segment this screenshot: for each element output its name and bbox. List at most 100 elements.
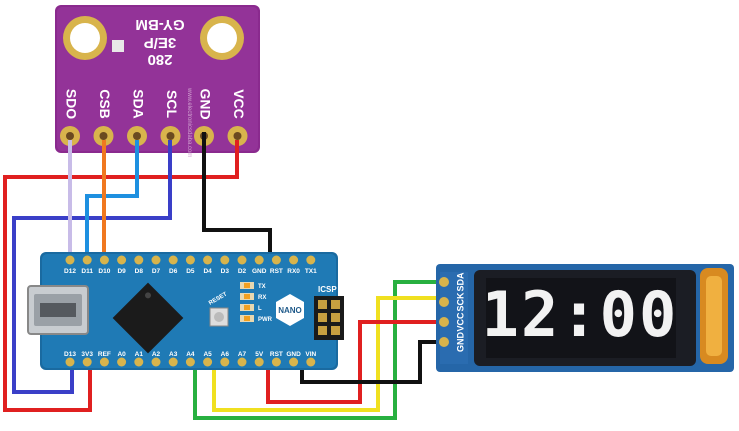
nano-pin-pad-d11[interactable] (82, 255, 92, 265)
nano-pin-label-bottom-a1: A1 (135, 351, 144, 358)
nano-pin-label-bottom-a3: A3 (169, 351, 178, 358)
nano-pin-label-d7: D7 (152, 268, 161, 275)
oled-pin-pad-vcc[interactable] (439, 317, 449, 327)
nano-pin-label-bottom-ref: REF (98, 351, 111, 358)
nano-pin-label-bottom-rst: RST (270, 351, 283, 358)
oled-time: 12:00 (482, 278, 679, 351)
nano-pin-pad-bottom-a7[interactable] (237, 357, 247, 367)
nano-pin-pad-bottom-a2[interactable] (151, 357, 161, 367)
wire-sda-lightblue[interactable] (85, 140, 139, 262)
nano-pin-pad-d2[interactable] (237, 255, 247, 265)
nano-pin-label-gnd: GND (252, 268, 267, 275)
wire-gnd-black-sensor[interactable] (202, 132, 272, 262)
sensor-title-1: 280 (147, 51, 172, 68)
nano-badge: NANO (276, 294, 304, 326)
nano-pin-pad-d7[interactable] (151, 255, 161, 265)
nano-pin-label-bottom-vin: VIN (305, 351, 316, 358)
nano-pin-label-bottom-a0: A0 (117, 351, 126, 358)
nano-pin-pad-d5[interactable] (185, 255, 195, 265)
nano-pin-label-bottom-gnd: GND (286, 351, 301, 358)
nano-badge-text: NANO (278, 306, 302, 315)
nano-pin-pad-gnd[interactable] (254, 255, 264, 265)
sensor-watermark: www.electronicsdaba.com (186, 87, 192, 157)
wire-sda-green[interactable] (193, 280, 444, 420)
nano-pin-label-d4: D4 (203, 268, 212, 275)
led-label-rx: RX (258, 295, 266, 301)
nano-pin-label-d3: D3 (221, 268, 230, 275)
sensor-chip (112, 40, 124, 52)
oled-pin-pad-sck[interactable] (439, 297, 449, 307)
nano-pin-pad-rst[interactable] (271, 255, 281, 265)
led-label-tx: TX (258, 284, 266, 290)
sensor-pin-label-scl: SCL (164, 90, 180, 118)
oled-pin-label-vcc: VCC (455, 312, 465, 332)
nano-pin-label-d9: D9 (117, 268, 126, 275)
sensor-title-2: 3E/P (144, 34, 177, 51)
nano-pin-label-rst: RST (270, 268, 283, 275)
nano-pin-label-d2: D2 (238, 268, 247, 275)
nano-pin-pad-bottom-a3[interactable] (168, 357, 178, 367)
nano-pin-pad-bottom-3v3[interactable] (82, 357, 92, 367)
nano-pin-label-d5: D5 (186, 268, 195, 275)
nano-pin-pad-d6[interactable] (168, 255, 178, 265)
sensor-pin-label-vcc: VCC (231, 89, 247, 119)
led-label-l: L (258, 306, 262, 312)
nano-pin-pad-d10[interactable] (99, 255, 109, 265)
nano-pin-pad-d3[interactable] (220, 255, 230, 265)
bmp280-sensor-board: 280 3E/P GY-BM www.electronicsdaba.com S… (55, 5, 260, 157)
wire-sck-yellow[interactable] (212, 296, 444, 412)
oled-pin-label-sda: SDA (455, 272, 465, 292)
nano-pin-label-tx1: TX1 (305, 268, 317, 275)
nano-pin-label-bottom-a7: A7 (238, 351, 247, 358)
nano-pin-label-bottom-a4: A4 (186, 351, 195, 358)
nano-pin-label-bottom-a2: A2 (152, 351, 161, 358)
nano-pin-label-bottom-a5: A5 (203, 351, 212, 358)
sensor-pin-label-csb: CSB (97, 89, 113, 119)
nano-pin-pad-rx0[interactable] (289, 255, 299, 265)
nano-pin-pad-tx1[interactable] (306, 255, 316, 265)
sensor-pin-label-sda: SDA (130, 89, 146, 119)
oled-pin-pad-sda[interactable] (439, 277, 449, 287)
nano-pin-pad-bottom-a5[interactable] (203, 357, 213, 367)
sensor-pin-label-gnd: GND (197, 88, 213, 119)
led-label-pwr: PWR (258, 317, 273, 323)
nano-pin-pad-bottom-5v[interactable] (254, 357, 264, 367)
wire-vcc-red[interactable] (3, 140, 239, 412)
nano-pin-label-bottom-a6: A6 (221, 351, 230, 358)
nano-pin-pad-bottom-a0[interactable] (117, 357, 127, 367)
nano-pin-label-d8: D8 (135, 268, 144, 275)
nano-pin-pad-bottom-ref[interactable] (99, 357, 109, 367)
nano-pin-label-bottom-3v3: 3V3 (81, 351, 93, 358)
nano-pin-pad-d4[interactable] (203, 255, 213, 265)
nano-pin-label-d10: D10 (98, 268, 110, 275)
nano-pin-label-bottom-d13: D13 (64, 351, 76, 358)
oled-pin-pad-gnd[interactable] (439, 337, 449, 347)
sensor-title-3: GY-BM (135, 16, 184, 33)
nano-pin-pad-bottom-a6[interactable] (220, 357, 230, 367)
nano-pin-label-d6: D6 (169, 268, 178, 275)
wire-scl-blue[interactable] (12, 140, 172, 394)
nano-pin-label-bottom-5v: 5V (255, 351, 264, 358)
sensor-pin-label-sdo: SDO (63, 89, 79, 119)
oled-pin-label-gnd: GND (455, 332, 465, 353)
wires (3, 132, 444, 420)
nano-pin-label-d11: D11 (81, 268, 93, 275)
nano-pin-pad-bottom-a1[interactable] (134, 357, 144, 367)
nano-pin-label-rx0: RX0 (287, 268, 300, 275)
nano-pin-pad-d12[interactable] (65, 255, 75, 265)
nano-pin-pad-bottom-rst[interactable] (271, 357, 281, 367)
nano-pin-pad-d9[interactable] (117, 255, 127, 265)
wire-gnd-black-oled[interactable] (300, 340, 444, 384)
nano-pin-pad-d8[interactable] (134, 255, 144, 265)
nano-pin-pad-bottom-vin[interactable] (306, 357, 316, 367)
wire-vcc-red-oled[interactable] (266, 320, 444, 404)
nano-pin-pad-bottom-d13[interactable] (65, 357, 75, 367)
oled-pin-label-sck: SCK (455, 292, 465, 312)
nano-pin-pad-bottom-gnd[interactable] (289, 357, 299, 367)
oled-screen (486, 278, 676, 358)
nano-pin-pad-bottom-a4[interactable] (185, 357, 195, 367)
icsp-label: ICSP (318, 285, 337, 294)
